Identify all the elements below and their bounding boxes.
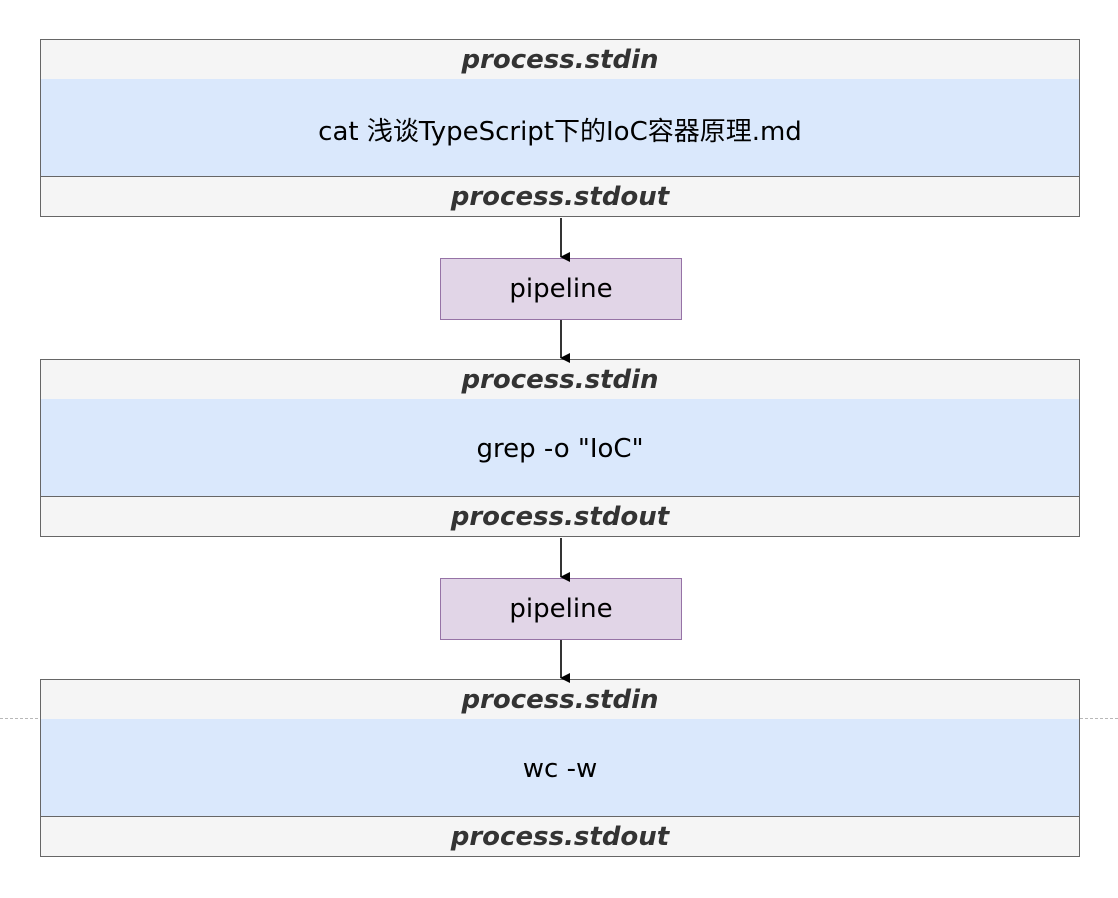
process-stdout-label: process.stdout bbox=[41, 816, 1079, 856]
process-stdout-label: process.stdout bbox=[41, 496, 1079, 536]
process-stdout-label: process.stdout bbox=[41, 176, 1079, 216]
pipeline-box[interactable]: pipeline bbox=[440, 578, 682, 640]
pipeline-box[interactable]: pipeline bbox=[440, 258, 682, 320]
process-command: cat 浅谈TypeScript下的IoC容器原理.md bbox=[41, 79, 1079, 179]
process-stdin-label: process.stdin bbox=[41, 680, 1079, 720]
process-box-grep[interactable]: process.stdin grep -o "IoC" process.stdo… bbox=[40, 359, 1080, 537]
process-stdin-label: process.stdin bbox=[41, 40, 1079, 80]
process-box-wc[interactable]: process.stdin wc -w process.stdout bbox=[40, 679, 1080, 857]
process-command: wc -w bbox=[41, 719, 1079, 819]
process-stdin-label: process.stdin bbox=[41, 360, 1079, 400]
process-command: grep -o "IoC" bbox=[41, 399, 1079, 499]
process-box-cat[interactable]: process.stdin cat 浅谈TypeScript下的IoC容器原理.… bbox=[40, 39, 1080, 217]
